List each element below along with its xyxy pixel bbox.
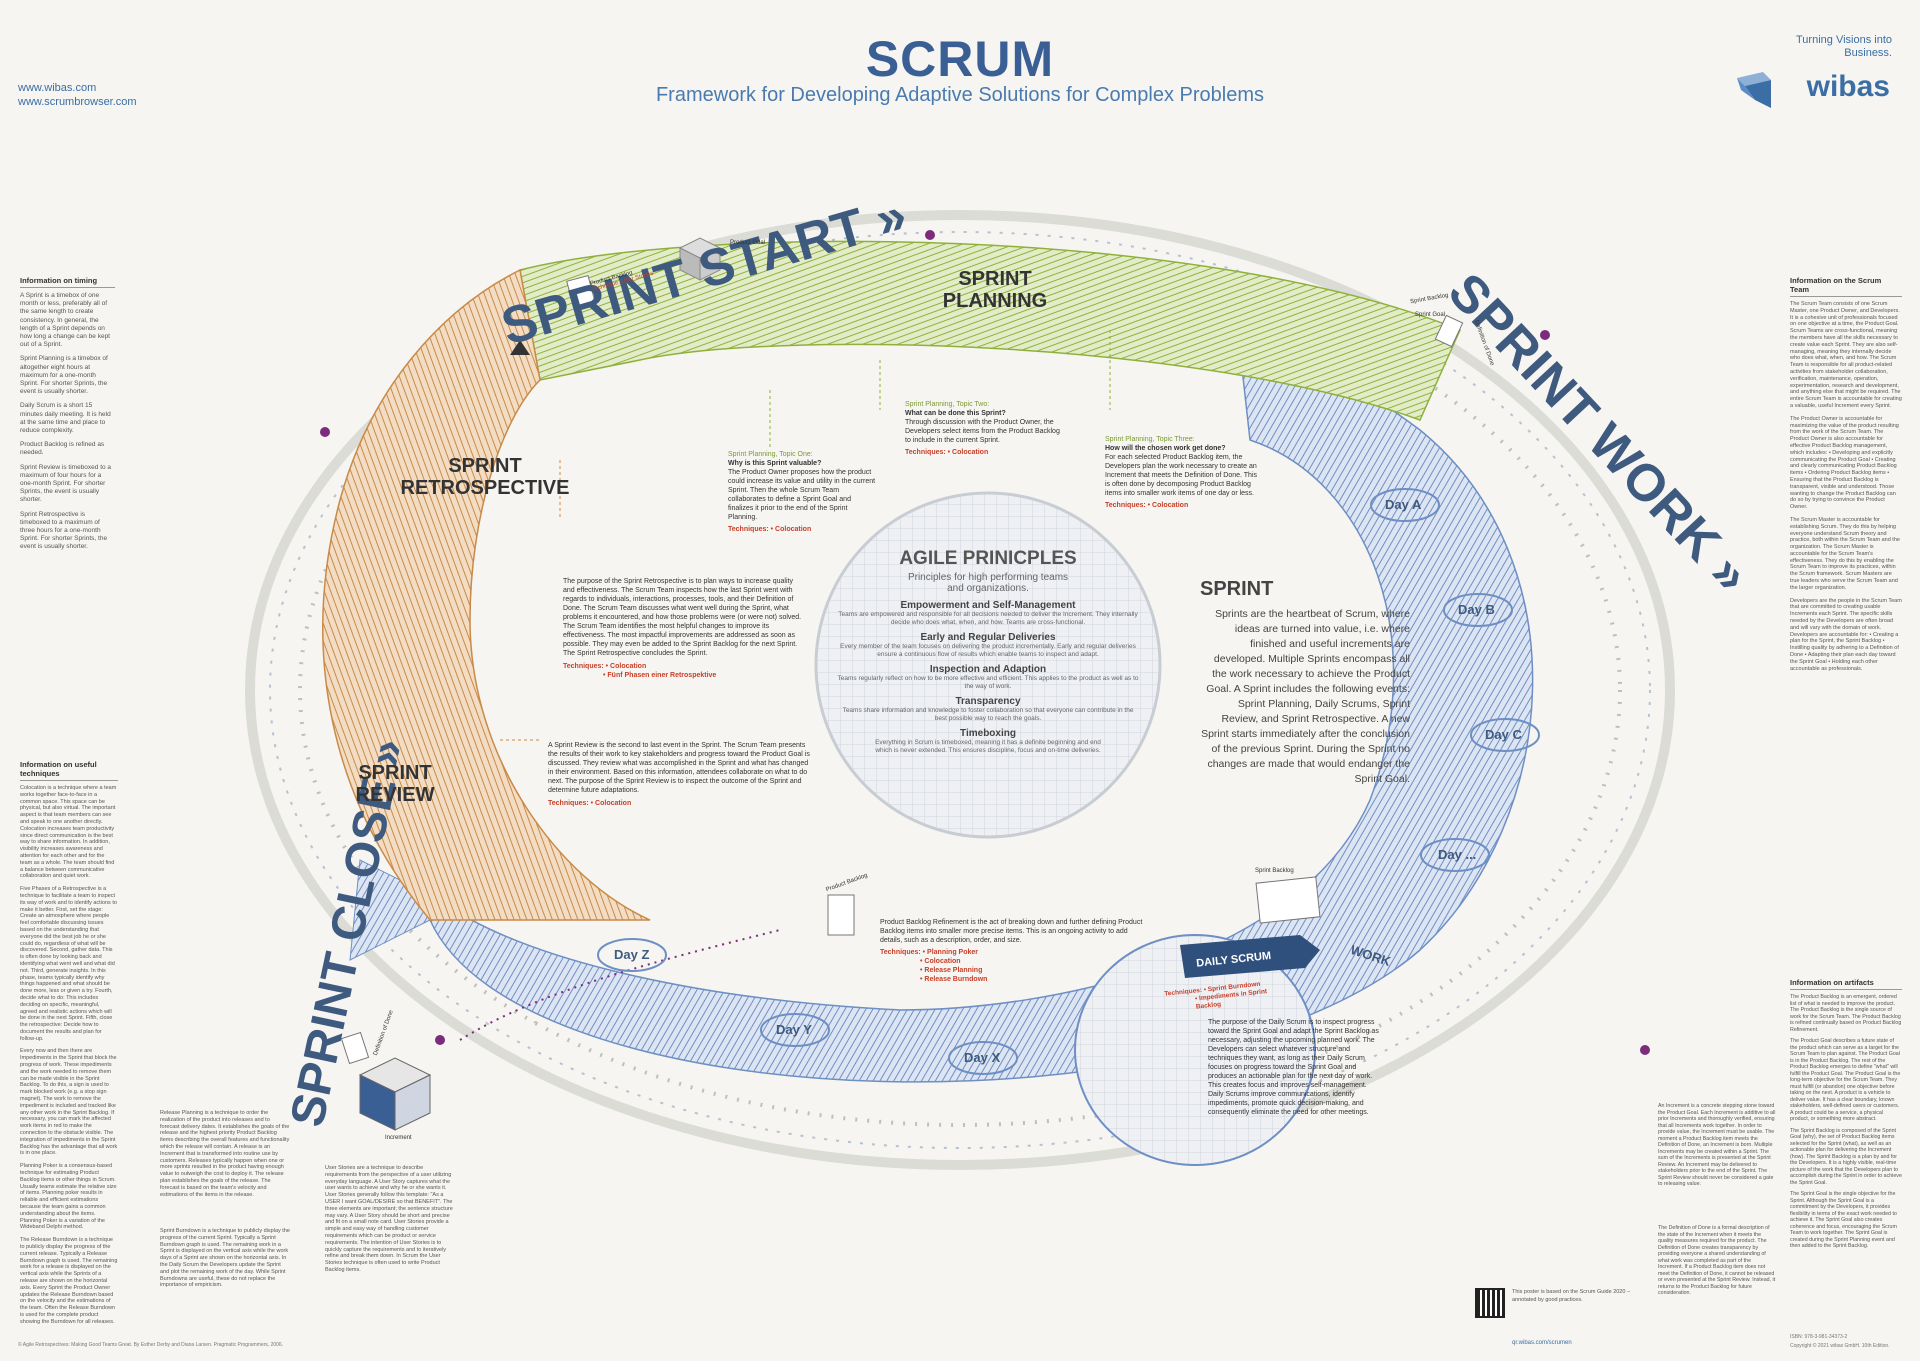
agile-subtitle: Principles for high performing teams and… <box>907 572 1069 594</box>
sprint-close-band <box>322 268 651 921</box>
day-b-label: Day B <box>1458 602 1495 617</box>
sprint-title: SPRINT <box>1200 578 1274 600</box>
footer-left: © Agile Retrospectives: Making Good Team… <box>18 1342 284 1348</box>
day-x-label: Day X <box>964 1050 1001 1065</box>
wibas-logo-icon <box>1735 70 1775 110</box>
tagline: Turning Visions into Business. <box>1796 34 1892 59</box>
planning-topic-one: Sprint Planning, Topic One: Why is this … <box>728 451 876 533</box>
brand-name: wibas <box>1806 70 1890 103</box>
review-description: A Sprint Review is the second to last ev… <box>548 742 810 807</box>
agile-title: AGILE PRINICPLES <box>899 548 1077 569</box>
daily-scrum-description: The purpose of the Daily Scrum is to ins… <box>1208 1019 1379 1116</box>
artifacts-panel: Information on artifacts The Product Bac… <box>1790 978 1902 1249</box>
sprint-text: Sprints are the heartbeat of Scrum, wher… <box>1201 608 1410 785</box>
techniques-panel: Information on useful techniques Colocat… <box>20 760 118 1325</box>
day-dots-label: Day ... <box>1438 847 1477 862</box>
dod-info: The Definition of Done is a formal descr… <box>1658 1225 1776 1296</box>
agile-principles-circle <box>814 491 1162 839</box>
sprint-review-label: SPRINT REVIEW <box>355 762 435 806</box>
sprint-planning-label: SPRINT PLANNING <box>942 268 1048 312</box>
day-y-label: Day Y <box>776 1022 812 1037</box>
sprint-backlog-caption-2: Sprint Backlog <box>1255 868 1294 874</box>
sprint-planning-band <box>519 240 1462 421</box>
planning-topic-three: Sprint Planning, Topic Three: How will t… <box>1105 436 1258 509</box>
footer-poster-note: This poster is based on the Scrum Guide … <box>1512 1289 1631 1304</box>
agile-principles-block: AGILE PRINICPLES Principles for high per… <box>837 548 1139 754</box>
release-planning-text: Release Planning is a technique to order… <box>160 1110 290 1198</box>
refinement-block: Product Backlog Refinement is the act of… <box>880 919 1143 983</box>
daily-scrum-circle <box>1074 934 1316 1166</box>
sprint-goal-caption: Sprint Goal <box>1415 312 1446 318</box>
planning-topic-two: Sprint Planning, Topic Two: What can be … <box>905 401 1060 456</box>
retrospective-description: The purpose of the Sprint Retrospective … <box>563 578 802 679</box>
qr-code-icon[interactable] <box>1475 1288 1505 1318</box>
sprint-retrospective-label: SPRINT RETROSPECTIVE <box>400 455 570 499</box>
day-a-label: Day A <box>1385 497 1422 512</box>
day-c-label: Day C <box>1485 727 1522 742</box>
timing-panel: Information on timing A Sprint is a time… <box>20 276 115 552</box>
user-stories-text: User Stories are a technique to describe… <box>325 1165 453 1273</box>
day-z-label: Day Z <box>614 947 650 962</box>
footer-isbn: ISBN: 978-3-981-34373-2 <box>1790 1334 1848 1340</box>
increment-caption: Increment <box>385 1135 412 1141</box>
url-wibas[interactable]: www.wibas.com <box>18 82 97 94</box>
url-scrumbrowser[interactable]: www.scrumbrowser.com <box>18 96 137 108</box>
product-goal-caption: Product Goal <box>730 240 766 246</box>
page-title: SCRUM <box>865 31 1055 87</box>
increment-info: An Increment is a concrete stepping ston… <box>1658 1103 1776 1187</box>
team-panel: Information on the Scrum Team The Scrum … <box>1790 276 1902 672</box>
increment-cube-icon <box>358 1057 432 1131</box>
footer-copyright: Copyright © 2021 wibas GmbH. 10th Editio… <box>1790 1343 1890 1349</box>
sprint-block: SPRINT Sprints are the heartbeat of Scru… <box>1200 578 1410 787</box>
sprint-burndown-text: Sprint Burndown is a technique to public… <box>160 1228 290 1289</box>
page-subtitle: Framework for Developing Adaptive Soluti… <box>655 84 1265 106</box>
daily-scrum-banner <box>1180 935 1320 978</box>
footer-qr-link[interactable]: qr.wibas.com/scrumen <box>1512 1340 1572 1346</box>
